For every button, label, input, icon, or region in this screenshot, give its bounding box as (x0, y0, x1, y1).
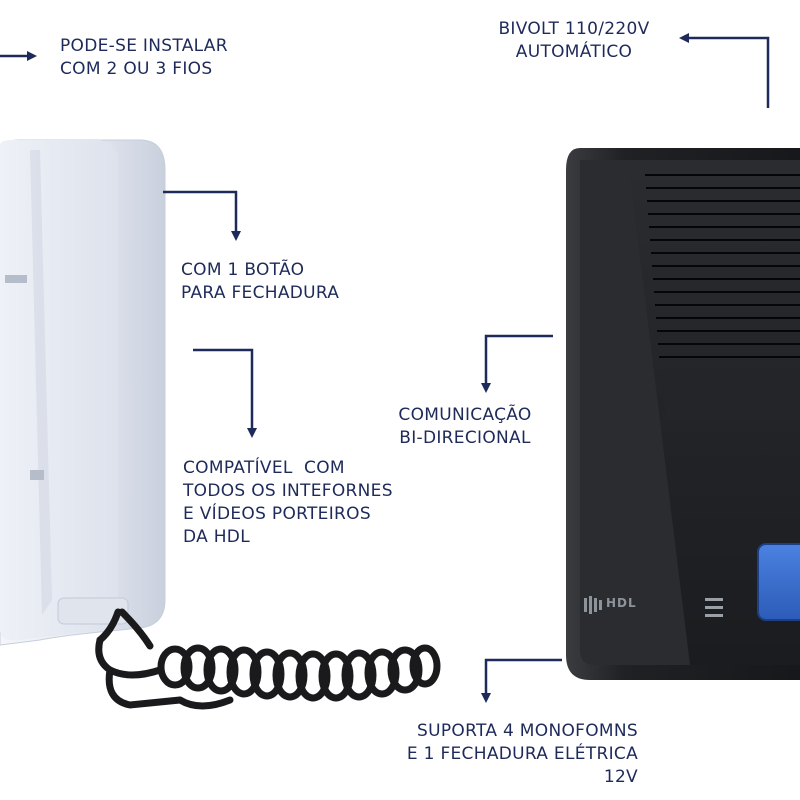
label-button: COM 1 BOTÃO PARA FECHADURA (181, 260, 340, 303)
door-release-button (757, 543, 800, 621)
status-led-icon (705, 598, 723, 617)
arrow-bivolt (679, 33, 770, 108)
handset-illustration (0, 139, 166, 646)
arrow-button (163, 190, 241, 241)
hdl-logo-text: HDL (606, 596, 637, 610)
coiled-cord-illustration (95, 608, 441, 710)
arrow-compatible (193, 348, 257, 438)
label-compatible: COMPATÍVEL COM TODOS OS INTEFORNES E VÍD… (183, 458, 393, 547)
label-wires: PODE-SE INSTALAR COM 2 OU 3 FIOS (60, 36, 228, 79)
label-supports: SUPORTA 4 MONOFOMNS E 1 FECHADURA ELÉTRI… (406, 721, 638, 787)
speaker-grille (645, 174, 800, 358)
callout-arrows (0, 33, 770, 703)
base-unit-illustration (566, 148, 800, 680)
hdl-logo-icon (584, 596, 602, 614)
arrow-supports (481, 658, 562, 703)
arrow-communication (481, 334, 553, 393)
label-communication: COMUNICAÇÃO BI-DIRECIONAL (398, 405, 532, 448)
label-bivolt: BIVOLT 110/220V AUTOMÁTICO (498, 19, 650, 62)
